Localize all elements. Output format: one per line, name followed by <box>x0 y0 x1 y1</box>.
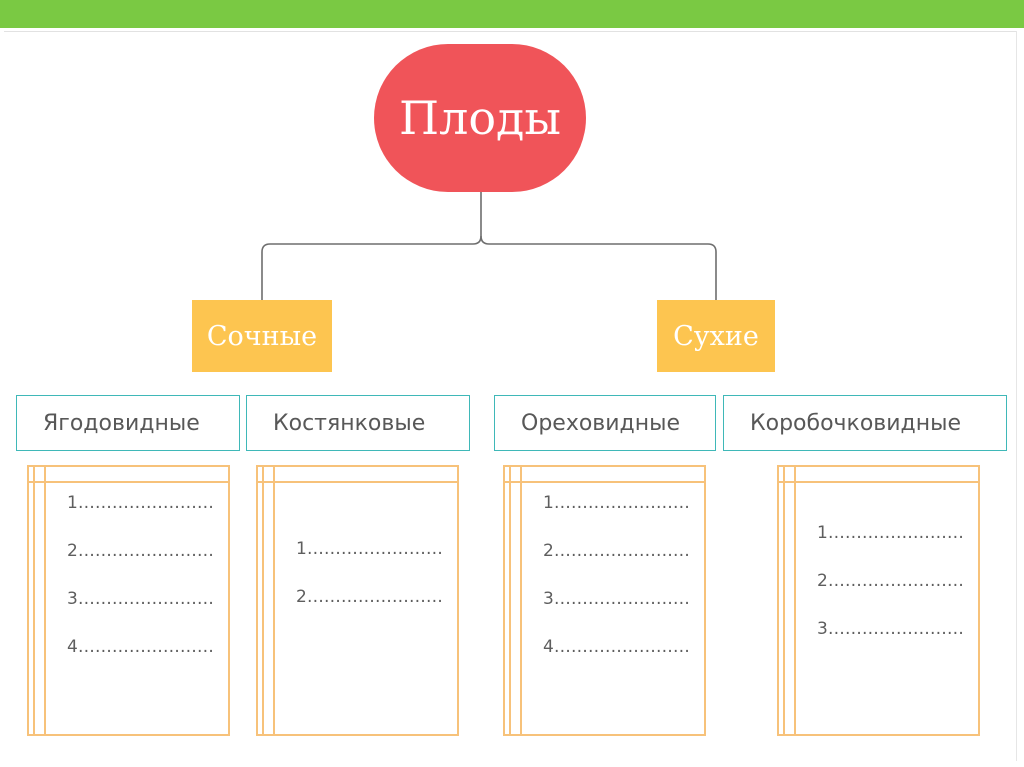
root-label: Плоды <box>399 91 561 145</box>
list-item: 4…………………… <box>67 637 214 657</box>
header-bar <box>0 0 1024 28</box>
card-drupe: 1…………………… 2…………………… <box>256 465 459 736</box>
card-rule <box>29 481 228 483</box>
card-margin <box>33 467 35 734</box>
type-label: Ягодовидные <box>43 410 200 436</box>
list-item: 2…………………… <box>817 571 964 591</box>
card-list: 1…………………… 2…………………… <box>296 539 443 607</box>
card-margin <box>273 467 275 734</box>
category-juicy: Сочные <box>192 300 332 372</box>
list-item: 1…………………… <box>817 523 964 543</box>
type-drupe: Костянковые <box>246 395 470 451</box>
frame-line <box>1016 31 1017 761</box>
connector-root <box>480 192 717 300</box>
list-item: 3…………………… <box>817 619 964 639</box>
list-item: 3…………………… <box>543 589 690 609</box>
list-item: 2…………………… <box>296 587 443 607</box>
root-node: Плоды <box>374 44 586 192</box>
card-margin <box>794 467 796 734</box>
connector-root <box>261 235 482 300</box>
card-margin <box>520 467 522 734</box>
list-item: 4…………………… <box>543 637 690 657</box>
list-item: 1…………………… <box>296 539 443 559</box>
card-nut: 1…………………… 2…………………… 3…………………… 4…………………… <box>503 465 706 736</box>
card-capsule: 1…………………… 2…………………… 3…………………… <box>777 465 980 736</box>
card-margin <box>262 467 264 734</box>
category-dry: Сухие <box>657 300 775 372</box>
card-rule <box>505 481 704 483</box>
list-item: 2…………………… <box>543 541 690 561</box>
list-item: 2…………………… <box>67 541 214 561</box>
card-rule <box>779 481 978 483</box>
card-margin <box>509 467 511 734</box>
frame-line <box>4 31 1016 32</box>
type-nut: Ореховидные <box>494 395 716 451</box>
card-list: 1…………………… 2…………………… 3…………………… <box>817 523 964 639</box>
category-label: Сочные <box>206 320 318 352</box>
type-label: Ореховидные <box>521 410 681 436</box>
category-label: Сухие <box>673 320 759 352</box>
card-berry: 1…………………… 2…………………… 3…………………… 4…………………… <box>27 465 230 736</box>
card-list: 1…………………… 2…………………… 3…………………… 4…………………… <box>543 493 690 657</box>
list-item: 1…………………… <box>67 493 214 513</box>
list-item: 1…………………… <box>543 493 690 513</box>
type-berry: Ягодовидные <box>16 395 240 451</box>
list-item: 3…………………… <box>67 589 214 609</box>
type-capsule: Коробочковидные <box>723 395 1007 451</box>
card-rule <box>258 481 457 483</box>
card-list: 1…………………… 2…………………… 3…………………… 4…………………… <box>67 493 214 657</box>
type-label: Костянковые <box>273 410 426 436</box>
card-margin <box>783 467 785 734</box>
type-label: Коробочковидные <box>750 410 962 436</box>
card-margin <box>44 467 46 734</box>
